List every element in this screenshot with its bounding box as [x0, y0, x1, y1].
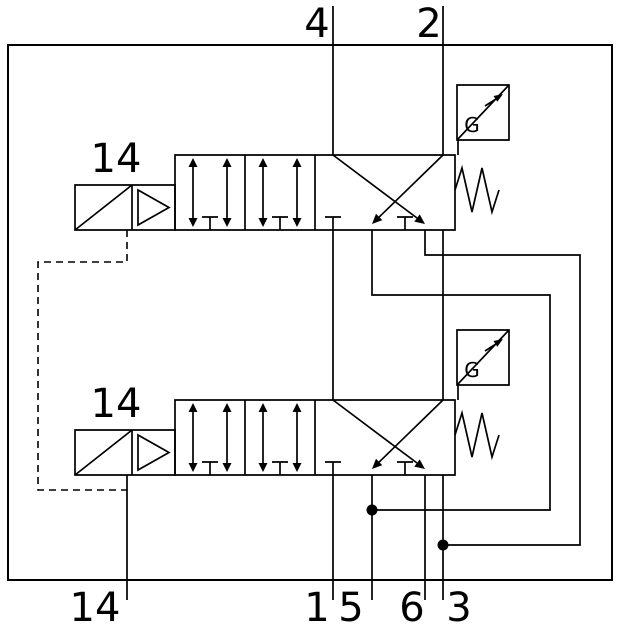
port-3-label: 3	[446, 585, 471, 626]
valve-body	[174, 154, 456, 231]
upper-gauge-label: G	[464, 113, 480, 137]
pilot-triangle-icon	[137, 433, 171, 472]
gauge-needle-arrowhead	[493, 94, 503, 102]
lower-pilot-label: 14	[91, 381, 142, 427]
spring-icon	[454, 409, 500, 461]
gauge-needle-arrowhead	[493, 339, 503, 347]
pilot-14-bottom-label: 14	[70, 585, 121, 626]
valve-body	[174, 399, 456, 476]
solenoid-icon	[74, 429, 176, 476]
upper-pilot-label: 14	[91, 136, 142, 182]
enclosure-border	[7, 44, 613, 581]
gauge-icon	[456, 84, 510, 155]
blocked-port-icons	[202, 216, 413, 230]
flow-arrow-shafts	[192, 411, 298, 464]
spring-icon	[454, 164, 500, 216]
lower-gauge-label: G	[464, 358, 480, 382]
cross-flow-lines	[332, 399, 444, 464]
cross-flow-arrowheads	[372, 213, 425, 224]
pilot-triangle-icon	[137, 188, 171, 227]
port-5-label: 5	[338, 585, 363, 626]
upper-valve	[74, 84, 510, 231]
port-6-label: 6	[399, 585, 424, 626]
port-1-label: 1	[304, 585, 329, 626]
exhaust-route-outer	[424, 230, 581, 546]
flow-arrow-shafts	[192, 166, 298, 219]
gauge-icon	[456, 329, 510, 400]
lower-valve	[74, 329, 510, 476]
exhaust-route-inner	[371, 230, 551, 511]
port-2-label: 2	[416, 1, 441, 47]
cross-flow-lines	[332, 154, 444, 219]
blocked-port-icons	[202, 461, 413, 475]
pilot-dashed-line	[37, 230, 128, 491]
port-4-label: 4	[304, 1, 329, 47]
cross-flow-arrowheads	[372, 458, 425, 469]
solenoid-icon	[74, 184, 176, 231]
